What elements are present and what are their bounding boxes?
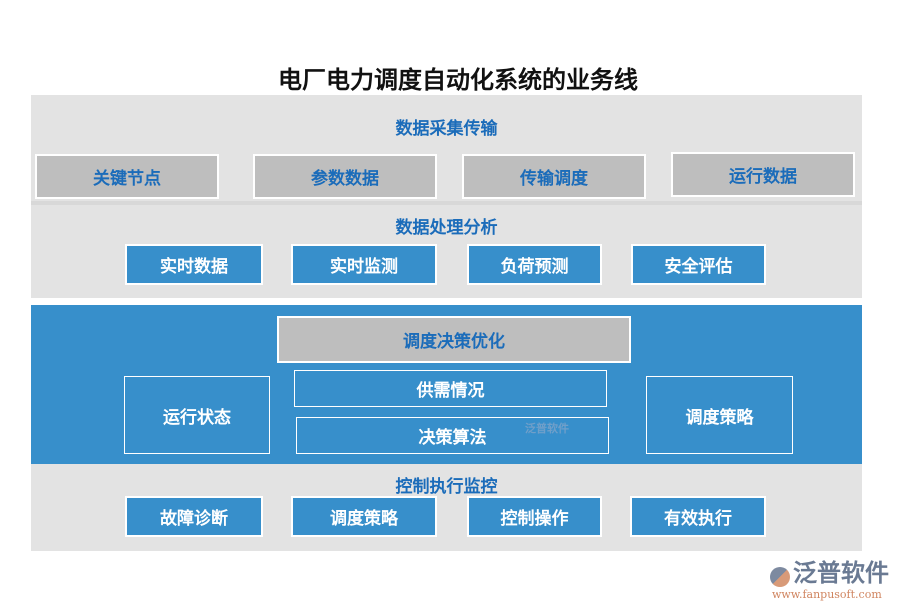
box-transmission-dispatch[interactable]: 传输调度 [462, 154, 646, 199]
box-realtime-data[interactable]: 实时数据 [125, 244, 263, 285]
fanpu-logo: 泛普软件 www.fanpusoft.com [770, 553, 889, 601]
box-realtime-monitoring[interactable]: 实时监测 [291, 244, 437, 285]
box-fault-diagnosis[interactable]: 故障诊断 [125, 496, 263, 537]
box-operation-data[interactable]: 运行数据 [671, 152, 855, 197]
box-load-forecast[interactable]: 负荷预测 [467, 244, 602, 285]
section-title: 控制执行监控 [395, 477, 498, 497]
logo-url: www.fanpusoft.com [772, 588, 882, 601]
box-effective-execution[interactable]: 有效执行 [630, 496, 766, 537]
box-dispatch-strategy-2[interactable]: 调度策略 [291, 496, 437, 537]
box-supply-demand[interactable]: 供需情况 [294, 370, 607, 407]
box-operating-status[interactable]: 运行状态 [124, 376, 270, 454]
section-title: 数据处理分析 [395, 218, 498, 238]
box-dispatch-decision-optimization[interactable]: 调度决策优化 [277, 316, 631, 363]
box-dispatch-strategy[interactable]: 调度策略 [646, 376, 793, 454]
section-title: 数据采集传输 [395, 119, 498, 139]
watermark: 泛普软件 [525, 422, 569, 435]
box-decision-algorithm[interactable]: 决策算法 [296, 417, 609, 454]
page-title: 电厂电力调度自动化系统的业务线 [278, 66, 638, 94]
logo-icon [770, 566, 790, 587]
box-parameter-data[interactable]: 参数数据 [253, 154, 437, 199]
logo-name: 泛普软件 [793, 559, 889, 587]
box-key-nodes[interactable]: 关键节点 [35, 154, 219, 199]
box-control-operation[interactable]: 控制操作 [467, 496, 602, 537]
divider [31, 201, 862, 205]
box-security-assessment[interactable]: 安全评估 [631, 244, 766, 285]
